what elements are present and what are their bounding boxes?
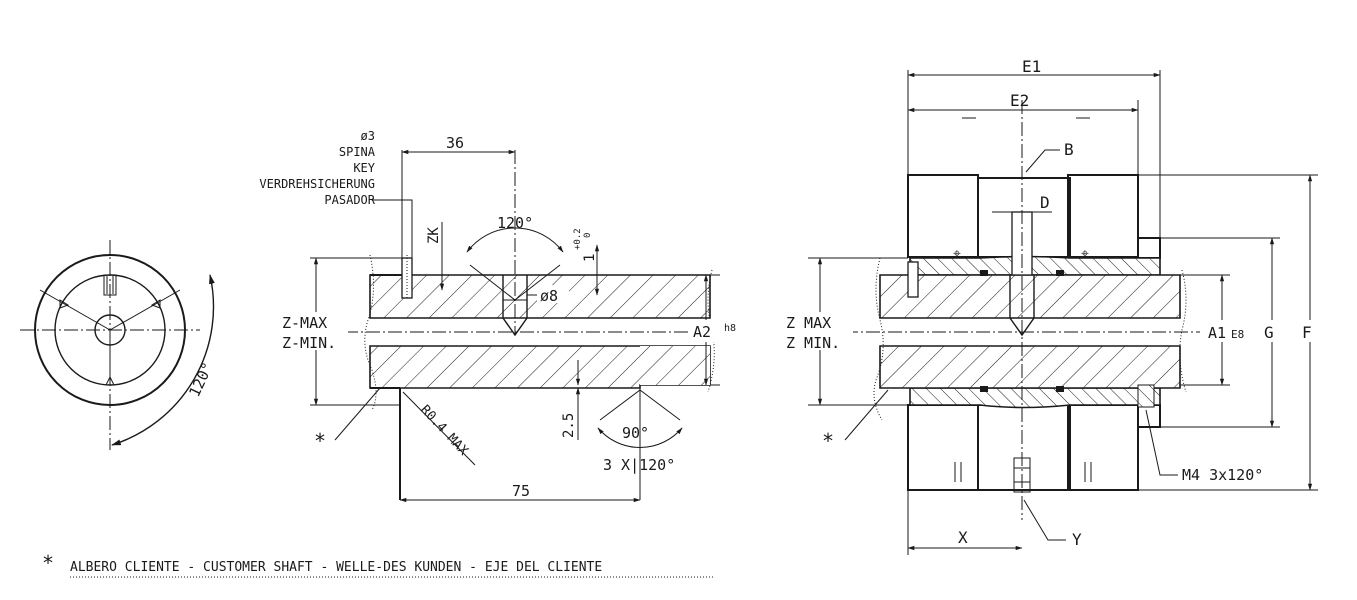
dim-36: 36 — [446, 134, 464, 152]
label-b: B — [1064, 140, 1074, 159]
shaft-z-min: Z-MIN. — [282, 334, 336, 352]
fit-a2: h8 — [724, 323, 736, 334]
screw-note: M4 3x120° — [1182, 466, 1263, 484]
radius-note: R0.4 MAX — [417, 402, 471, 458]
label-d: D — [1040, 193, 1050, 212]
dim-75: 75 — [512, 482, 530, 500]
coupling-z-max: Z MAX — [786, 314, 831, 332]
footnote: * ALBERO CLIENTE - CUSTOMER SHAFT - WELL… — [42, 551, 714, 578]
shaft-section: 36 Z-MAX Z-MIN. A2 h8 ZK 120° 1 +0.2 0 ø… — [259, 129, 740, 503]
dim-1: 1 — [582, 254, 598, 262]
dim-g: G — [1264, 323, 1274, 342]
tolerance-lower: 0 — [583, 233, 593, 238]
dim-25: 2.5 — [561, 413, 577, 438]
mark-diamond: ⌖ — [953, 246, 961, 262]
dim-zk: ZK — [426, 227, 442, 244]
hole-pattern: 3 X|120° — [603, 456, 675, 474]
end-view-angle-label: 120° — [185, 359, 217, 399]
label-y: Y — [1072, 530, 1082, 549]
footnote-symbol: * — [42, 551, 54, 575]
pin-label-line: PASADOR — [324, 193, 375, 207]
angle-90: 90° — [622, 424, 649, 442]
dim-e1: E1 — [1022, 57, 1041, 76]
pin-label-line: ø3 — [361, 129, 375, 143]
angle-120: 120° — [497, 214, 533, 232]
dim-x: X — [958, 528, 968, 547]
dim-f: F — [1302, 323, 1312, 342]
pin-label-line: SPINA — [339, 145, 376, 159]
asterisk-marker: * — [314, 429, 326, 453]
asterisk-marker: * — [822, 429, 834, 453]
pin-label-line: KEY — [353, 161, 375, 175]
pin-label: ø3 SPINA KEY VERDREHSICHERUNG PASADOR — [259, 129, 375, 207]
end-view: 120° — [20, 240, 217, 450]
footnote-text: ALBERO CLIENTE - CUSTOMER SHAFT - WELLE-… — [70, 560, 602, 575]
coupling-z-min: Z MIN. — [786, 334, 840, 352]
hole-diameter: ø8 — [540, 287, 558, 305]
shaft-z-max: Z-MAX — [282, 314, 327, 332]
coupling-section: ⌖ ⌖ E1 E2 B D Z MAX Z MIN. — [783, 57, 1322, 555]
fit-a1: E8 — [1231, 328, 1244, 341]
mark-diamond: ⌖ — [1081, 246, 1089, 262]
dim-a2: A2 — [693, 323, 711, 341]
pin-label-line: VERDREHSICHERUNG — [259, 177, 375, 191]
tolerance-upper: +0.2 — [573, 228, 583, 250]
dim-e2: E2 — [1010, 91, 1029, 110]
dim-a1: A1 — [1208, 324, 1226, 342]
